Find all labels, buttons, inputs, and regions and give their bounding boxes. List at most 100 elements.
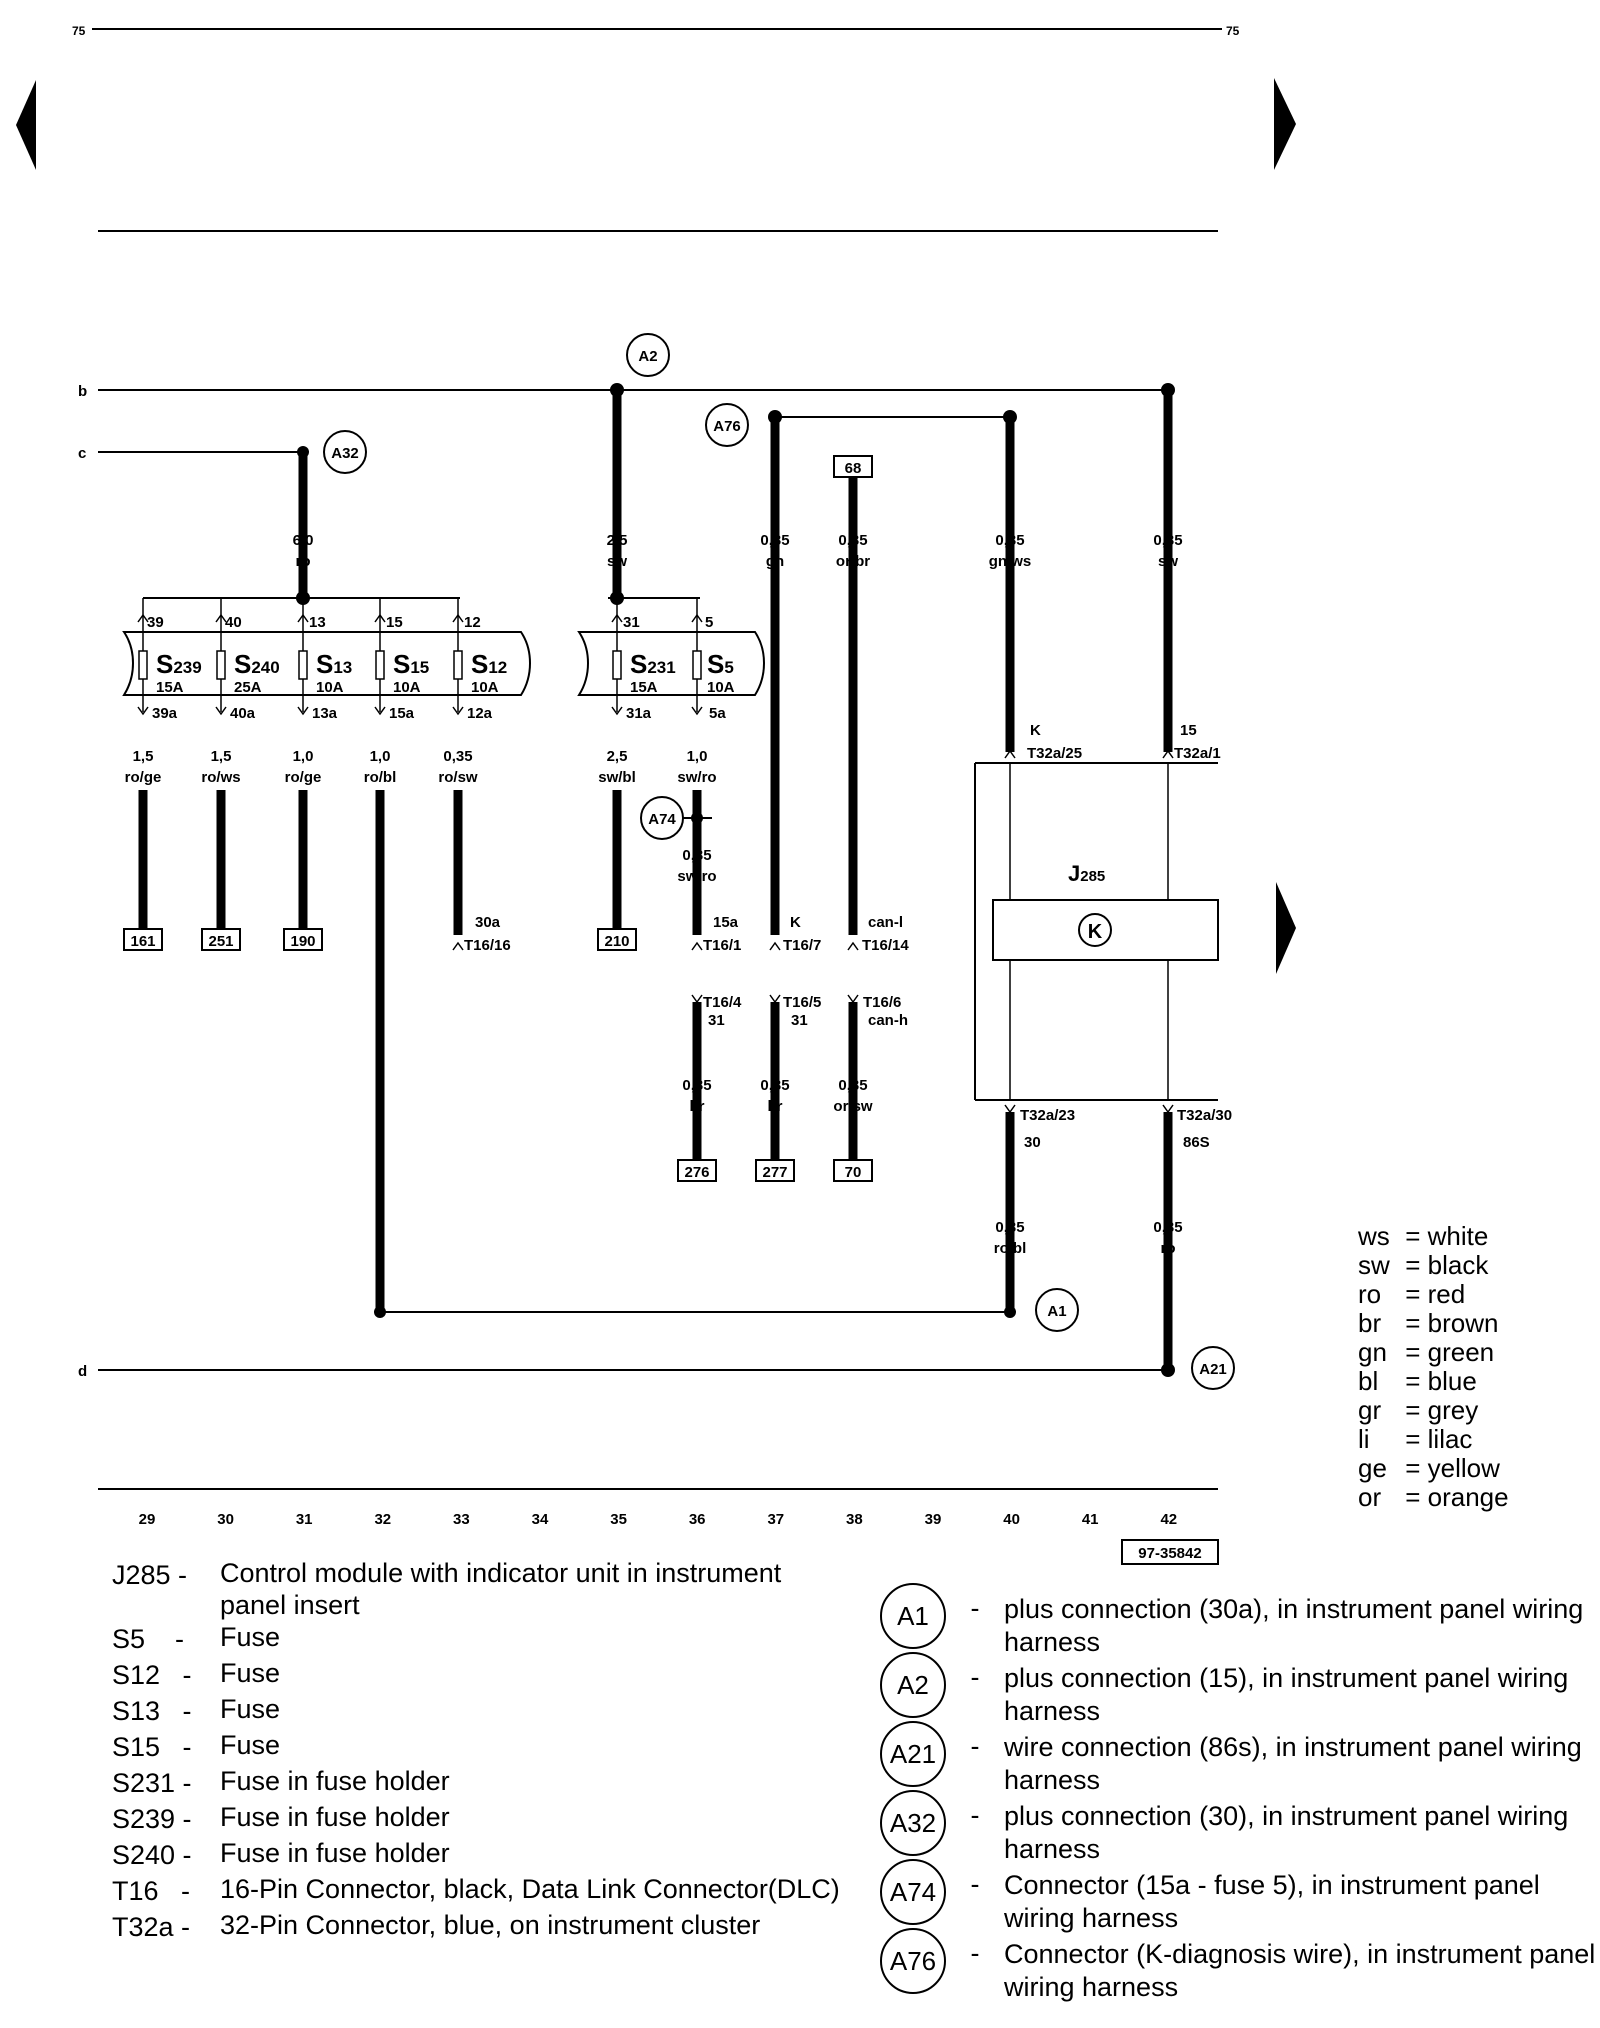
- node-a2[interactable]: [626, 333, 670, 377]
- fuse-s239[interactable]: 39 S239 15A 39a 1,5 ro/ge 161: [123, 598, 202, 951]
- connector-arrow-icon: [1162, 749, 1174, 759]
- legend-entry: ro = red: [1358, 1279, 1466, 1309]
- fuse-s15[interactable]: 15 S15 10A 15a 1,0 ro/bl: [364, 598, 430, 1312]
- junction-dot: [374, 1306, 386, 1318]
- fuse-s5[interactable]: 5 S5 10A 5a 1,0 sw/ro: [677, 598, 735, 786]
- node-a76[interactable]: [705, 403, 749, 447]
- next-page-arrow-icon[interactable]: [1274, 78, 1296, 170]
- fuse-s13[interactable]: 13 S13 10A 13a 1,0 ro/ge 190: [283, 598, 352, 951]
- wire-color: ro/sw: [438, 769, 478, 786]
- fuse-out-pin: 40a: [230, 705, 256, 722]
- legend-name: green: [1427, 1337, 1495, 1367]
- connector-arrow-icon: [847, 941, 859, 951]
- wire-color: sw: [607, 553, 627, 570]
- legend-entry: gn = green: [1358, 1337, 1495, 1367]
- fuse-amp: 10A: [707, 679, 735, 696]
- connection-desc: wire connection (86s), in instrument pan…: [1004, 1732, 1582, 1795]
- legend-entry: bl = blue: [1358, 1366, 1477, 1396]
- wire-size: 0,35: [1153, 1219, 1182, 1236]
- legend-code: sw: [1358, 1250, 1390, 1280]
- fuse-amp: 10A: [316, 679, 344, 696]
- wire-color: br: [768, 1098, 783, 1115]
- ref-box: 276: [684, 1164, 709, 1181]
- fuse-name: S12: [471, 649, 507, 679]
- wire-size: 1,5: [211, 748, 232, 765]
- node-a1[interactable]: [1035, 1288, 1079, 1332]
- legend-name: black: [1427, 1250, 1489, 1280]
- wire-size: 1,0: [293, 748, 314, 765]
- component-desc: 16-Pin Connector, black, Data Link Conne…: [220, 1874, 840, 1904]
- connector-arrow-icon: [1162, 1104, 1174, 1114]
- component-desc: Fuse: [220, 1730, 281, 1760]
- grid-number: 42: [1160, 1511, 1177, 1528]
- connector-arrow-icon: [769, 994, 781, 1004]
- wire-size: 0,35: [443, 748, 472, 765]
- component-entry: J285 -Control module with indicator unit…: [112, 1557, 840, 1621]
- fuse-out-pin: 12a: [467, 705, 493, 722]
- connector-pin: 30a: [475, 914, 501, 931]
- wire-color: sw/ro: [677, 769, 716, 786]
- fuse-out-pin: 15a: [389, 705, 415, 722]
- wire-color: ro: [296, 553, 311, 570]
- legend-code: br: [1358, 1308, 1382, 1338]
- wire-color: ro/bl: [364, 769, 397, 786]
- module-pin: T32a/1: [1174, 745, 1221, 762]
- fuse-name: S240: [234, 649, 280, 679]
- legend-code: bl: [1358, 1366, 1379, 1396]
- ref-box: 210: [604, 933, 629, 950]
- component-entry: S15 - Fuse: [112, 1729, 840, 1765]
- connection-desc: Connector (K-diagnosis wire), in instrum…: [1004, 1939, 1596, 2002]
- grid-number: 37: [767, 1511, 784, 1528]
- connector-pin: T16/7: [783, 937, 821, 954]
- wire-color: ro: [1161, 1240, 1176, 1257]
- junction-dot: [1004, 1306, 1016, 1318]
- connector-pin: 31: [708, 1012, 725, 1029]
- ref-box: 190: [290, 933, 315, 950]
- component-code: S13 -: [112, 1696, 192, 1726]
- wire-size: 0,35: [995, 1219, 1024, 1236]
- connector-arrow-icon: [769, 941, 781, 951]
- component-code: S239 -: [112, 1804, 192, 1834]
- grid-number: 35: [610, 1511, 627, 1528]
- node-a74[interactable]: [640, 796, 684, 840]
- fuse-name: S15: [393, 649, 429, 679]
- connection-desc: Connector (15a - fuse 5), in instrument …: [1004, 1870, 1540, 1933]
- connector-arrow-icon: [691, 994, 703, 1004]
- wire-size: 2,5: [607, 532, 628, 549]
- connector-arrow-icon: [1004, 1104, 1016, 1114]
- fuse-amp: 25A: [234, 679, 262, 696]
- legend-entry: ge = yellow: [1358, 1453, 1500, 1483]
- ref-box-277[interactable]: [755, 1159, 795, 1182]
- connector-pin: T16/4: [703, 994, 742, 1011]
- node-a1-label: A1: [1047, 1303, 1066, 1320]
- wire-size: 0,35: [760, 1077, 789, 1094]
- fuse-s12[interactable]: 12 S12 10A 12a 0,35 ro/sw 30a T16/16: [438, 598, 511, 954]
- node-a32[interactable]: [323, 430, 367, 474]
- legend-code: li: [1358, 1424, 1370, 1454]
- fuse-in-pin: 5: [705, 614, 713, 631]
- legend-name: grey: [1427, 1395, 1479, 1425]
- component-code: S15 -: [112, 1732, 192, 1762]
- continue-arrow-icon[interactable]: [1276, 882, 1296, 974]
- fuse-out-pin: 31a: [626, 705, 652, 722]
- prev-page-arrow-icon[interactable]: [16, 80, 36, 170]
- wire-size: 1,0: [687, 748, 708, 765]
- wire-color: or/sw: [833, 1098, 873, 1115]
- ref-box-70[interactable]: [833, 1159, 873, 1182]
- connection-entry: A1-plus connection (30a), in instrument …: [880, 1583, 1600, 1662]
- control-module-j285[interactable]: J285 K: [974, 762, 1219, 1101]
- component-code: S240 -: [112, 1840, 192, 1870]
- legend-entry: sw = black: [1358, 1250, 1489, 1280]
- fuse-s231[interactable]: 31 S231 15A 31a 2,5 sw/bl 210: [597, 598, 676, 951]
- connection-entry: A21-wire connection (86s), in instrument…: [880, 1721, 1600, 1800]
- connection-desc: plus connection (30a), in instrument pan…: [1004, 1594, 1584, 1657]
- connector-pin: can-l: [868, 914, 903, 931]
- fuse-name: S13: [316, 649, 352, 679]
- connector-arrow-icon: [1004, 749, 1016, 759]
- junction-dot: [297, 446, 309, 458]
- fuse-s240[interactable]: 40 S240 25A 40a 1,5 ro/ws 251: [201, 598, 280, 951]
- ref-box-276[interactable]: [677, 1159, 717, 1182]
- ref-box: 251: [208, 933, 233, 950]
- connector-arrow-icon: [847, 994, 859, 1004]
- node-a21[interactable]: [1191, 1346, 1235, 1390]
